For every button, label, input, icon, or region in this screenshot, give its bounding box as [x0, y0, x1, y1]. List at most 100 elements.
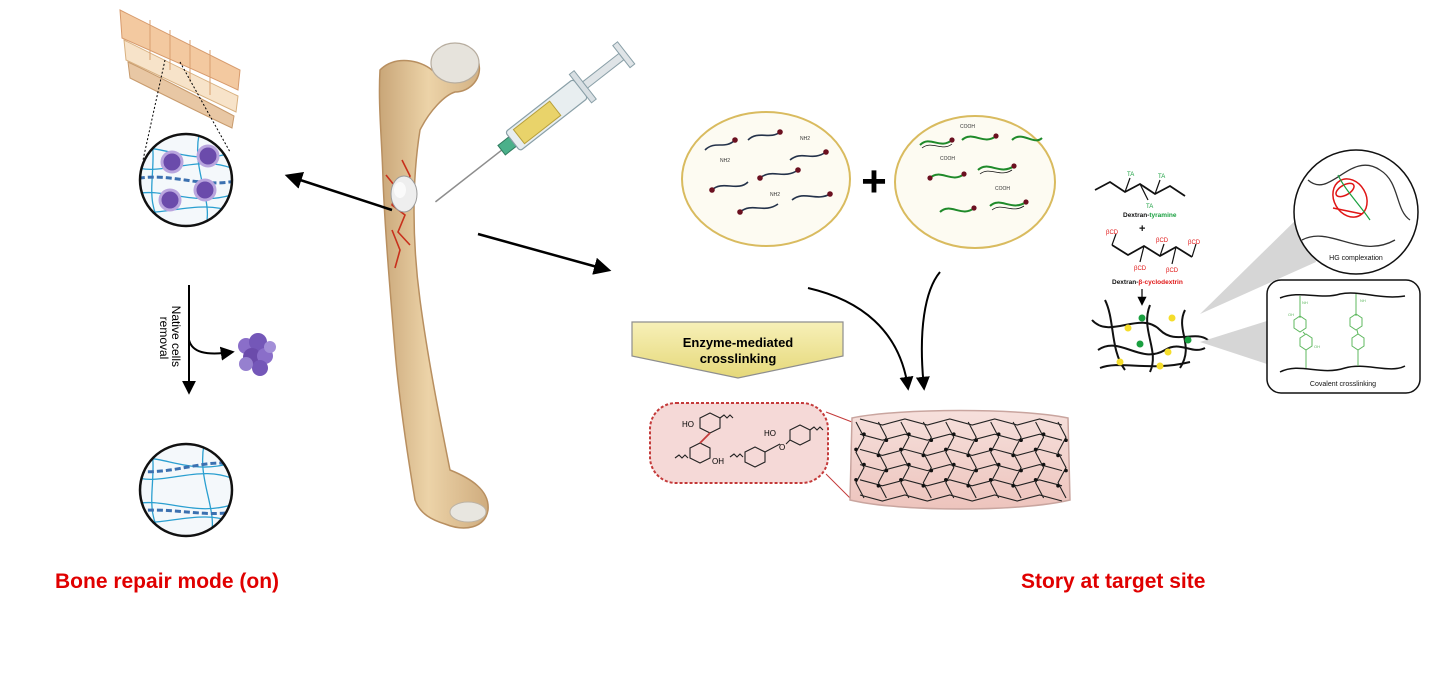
gel-crosslink-node [929, 438, 934, 443]
gel-crosslink-node [907, 432, 911, 437]
cell-removal-process: Native cells removal [157, 285, 276, 395]
injected-hydrogel-blob [390, 175, 418, 213]
ta-label: TA [1146, 204, 1153, 210]
gel-crosslink-node [862, 462, 866, 467]
gel-crosslink-node [862, 432, 866, 437]
gel-crosslink-node [966, 484, 970, 488]
spine-tissue-illustration [119, 9, 241, 129]
gel-crosslink-node [1041, 462, 1046, 467]
hg-complexation-inset: HG complexation [1293, 149, 1419, 275]
dextran-cyclodextrin-label: Dextran-β-cyclodextrin [1112, 279, 1183, 286]
chem-label-ho: HO [764, 429, 776, 438]
enzyme-crosslinking-banner: Enzyme-mediated crosslinking [631, 321, 844, 379]
syringe-illustration [434, 41, 636, 203]
zoom-indicator-lines [142, 59, 231, 161]
gel-crosslink-node [996, 462, 1001, 467]
chem-label-ether-o: O [779, 443, 785, 452]
nh-label: NH [1360, 298, 1366, 303]
gel-crosslink-node [899, 478, 903, 482]
gel-crosslink-node [944, 447, 948, 452]
ta-label: TA [1127, 172, 1134, 178]
gel-crosslink-node [1033, 447, 1038, 452]
gel-crosslink-node [1011, 453, 1015, 458]
covalent-crosslinking-inset: OH OH NH NH Covalent crosslinking [1266, 279, 1421, 394]
bcd-label: βCD [1156, 238, 1169, 244]
flow-arrows [284, 172, 612, 275]
polymer-b-group-label: COOH [940, 156, 955, 162]
gel-crosslink-node [974, 468, 978, 473]
gel-strand [859, 464, 1063, 472]
gel-crosslink-node [988, 447, 993, 452]
gel-crosslink-node [1019, 438, 1023, 443]
gel-crosslink-node [876, 484, 881, 488]
gel-crosslink-node [1056, 453, 1060, 458]
gel-crosslink-node [854, 447, 858, 452]
gel-crosslink-node [907, 462, 911, 467]
femur-bone-illustration [378, 42, 489, 529]
gel-crosslink-node [929, 468, 934, 473]
bcd-label: βCD [1134, 266, 1147, 272]
native-cells-removal-label: Native cells removal [157, 306, 183, 371]
gel-crosslink-node [921, 453, 926, 458]
gel-crosslink-node [974, 438, 978, 443]
polymer-a-group-label: NH2 [800, 136, 810, 142]
gel-crosslink-node [952, 432, 956, 437]
polymer-a-group-label: NH2 [720, 158, 730, 164]
chem-label-oh: OH [712, 457, 724, 466]
plus-sign: + [861, 157, 887, 206]
banner-text-line2: crosslinking [700, 351, 777, 366]
gel-crosslink-node [876, 453, 881, 458]
dextran-chemistry-scheme: TA TA TA Dextran-tyramine + βCD βCD βCD … [1094, 172, 1201, 306]
banner-text-line1: Enzyme-mediated [683, 335, 794, 350]
mixing-arrows [807, 271, 941, 391]
gel-crosslink-node [1056, 484, 1060, 488]
decellularized-matrix-circle [138, 442, 234, 538]
matrix-with-cells-circle [138, 132, 234, 228]
gel-strand [859, 494, 1063, 502]
removed-cell-cluster [238, 333, 276, 376]
nh-label: NH [1302, 300, 1308, 305]
gel-crosslink-node [1064, 468, 1068, 473]
bone-repair-mode-caption: Bone repair mode (on) [55, 570, 280, 593]
gel-crosslink-node [988, 478, 993, 482]
dual-network-illustration [1091, 299, 1209, 373]
gel-crosslink-node [1019, 468, 1023, 473]
gel-strand [859, 479, 1063, 487]
covalent-crosslinking-label: Covalent crosslinking [1310, 381, 1376, 388]
gel-crosslink-node [921, 484, 926, 488]
gel-crosslink-node [884, 468, 889, 473]
gel-crosslink-node [899, 447, 903, 452]
oh-label: OH [1314, 344, 1320, 349]
bcd-label: βCD [1166, 268, 1179, 274]
hydrogel-network-block [849, 409, 1071, 510]
polymer-b-group-label: COOH [995, 186, 1010, 192]
gel-crosslink-node [966, 453, 970, 458]
polymer-b-group-label: COOH [960, 124, 975, 130]
polymer-a-group-label: NH2 [770, 192, 780, 198]
gel-crosslink-node [1033, 478, 1038, 482]
chem-label-ho: HO [682, 420, 694, 429]
gel-crosslink-node [952, 462, 956, 467]
gel-crosslink-node [1041, 432, 1046, 437]
gel-strand [859, 418, 1063, 426]
zoom-cones [1200, 210, 1316, 365]
hg-complexation-label: HG complexation [1329, 255, 1383, 262]
gel-strand [859, 448, 1063, 456]
oh-label: OH [1288, 312, 1294, 317]
gel-crosslink-node [1011, 484, 1015, 488]
story-at-target-site-caption: Story at target site [1021, 570, 1206, 593]
native-cells [158, 144, 220, 212]
gel-crosslink-node [854, 478, 858, 482]
gel-crosslink-node [944, 478, 948, 482]
crosslink-chemistry-inset: HO OH HO O [649, 402, 853, 501]
dextran-tyramine-label: Dextran-tyramine [1123, 212, 1177, 219]
bcd-label: βCD [1188, 240, 1201, 246]
gel-crosslink-node [996, 432, 1001, 437]
gel-crosslink-node [884, 438, 889, 443]
gel-strand [859, 433, 1063, 441]
ta-label: TA [1158, 174, 1165, 180]
gel-crosslink-node [1064, 438, 1068, 443]
plus-small: + [1139, 223, 1145, 235]
polymer-b-circle: COOH COOH COOH [894, 115, 1056, 249]
